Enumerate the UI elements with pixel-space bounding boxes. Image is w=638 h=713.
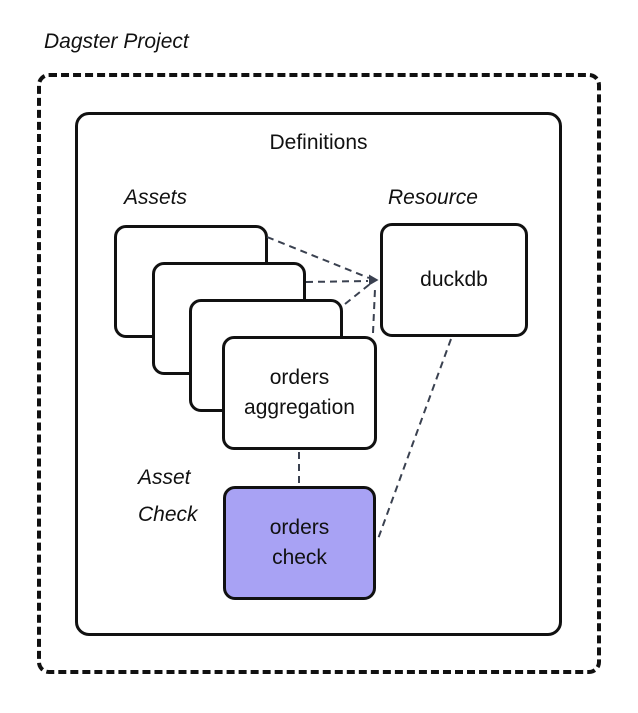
asset-check-group-label: Asset Check — [138, 466, 198, 526]
asset-node-orders-aggregation: orders aggregation — [222, 336, 377, 450]
dagster-project-border — [37, 73, 601, 674]
assets-group-label: Assets — [124, 186, 188, 209]
asset-check-node-orders-check: orders check — [223, 486, 376, 600]
resource-group-label: Resource — [388, 186, 478, 209]
resource-node-duckdb: duckdb — [380, 223, 528, 337]
definitions-label: Definitions — [269, 131, 368, 154]
dagster-project-label: Dagster Project — [44, 30, 189, 53]
